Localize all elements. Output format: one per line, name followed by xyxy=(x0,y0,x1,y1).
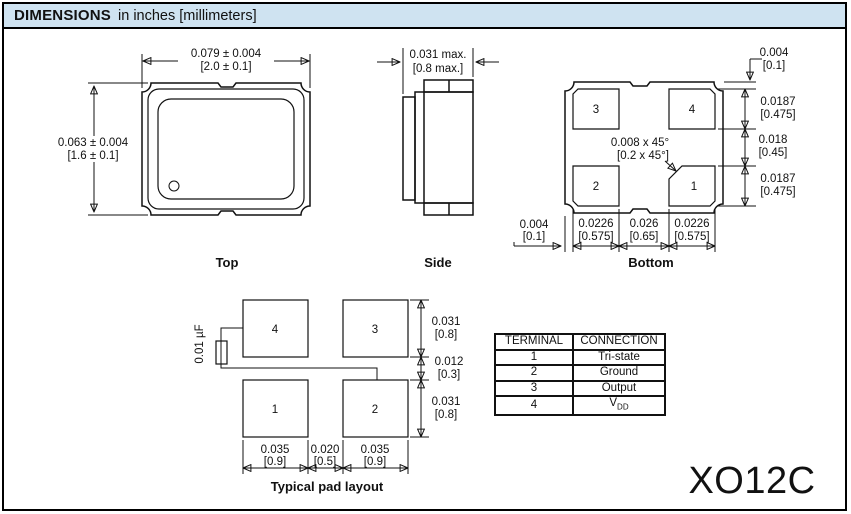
top-width-dim-in: 0.079 ± 0.004 xyxy=(191,48,262,60)
bottom-pad-height2-in: 0.0187 xyxy=(760,173,795,185)
top-width-dimension: 0.079 ± 0.004 [2.0 ± 0.1] xyxy=(141,48,311,88)
bottom-pad-height-mm: [0.475] xyxy=(760,109,795,121)
side-view: 0.031 max. [0.8 max.] Side xyxy=(377,48,499,270)
bottom-mid-gap-in: 0.018 xyxy=(759,134,788,146)
connection-name: Tri-state xyxy=(573,349,665,366)
layout-col-width2-mm: [0.9] xyxy=(364,456,386,468)
capacitor-trace xyxy=(220,327,378,380)
bottom-center-gap-in: 0.026 xyxy=(630,218,659,230)
capacitor-label: 0.01 µF xyxy=(194,324,206,363)
pad-layout: 0.01 µF 4 3 1 2 0.031 [0.8] 0.012 [0.3] xyxy=(194,299,464,494)
bottom-top-gap-in: 0.004 xyxy=(760,47,789,59)
bottom-pad2-number: 2 xyxy=(593,181,599,193)
bottom-mid-gap-mm: [0.45] xyxy=(759,147,788,159)
bottom-center-gap-mm: [0.65] xyxy=(630,231,659,243)
bottom-pad-width-mm: [0.575] xyxy=(578,231,613,243)
layout-pad-2 xyxy=(342,379,409,438)
layout-pad-3 xyxy=(342,299,409,358)
pad-layout-caption: Typical pad layout xyxy=(271,479,384,494)
layout-pad4-number: 4 xyxy=(272,324,279,336)
bottom-left-gap-in: 0.004 xyxy=(520,219,549,231)
top-package-outline xyxy=(141,82,311,216)
bottom-pad1-number: 1 xyxy=(691,181,697,193)
bottom-pad-width2-mm: [0.575] xyxy=(674,231,709,243)
layout-pad-1 xyxy=(242,379,309,438)
layout-row-height2-in: 0.031 xyxy=(432,396,461,408)
table-row: 2 Ground xyxy=(495,365,665,381)
terminal-number: 4 xyxy=(495,396,573,416)
table-row: 3 Output xyxy=(495,380,665,397)
connection-name: VDD xyxy=(573,396,665,416)
layout-row-height-in: 0.031 xyxy=(432,316,461,328)
layout-col-gap-mm: [0.5] xyxy=(314,456,336,468)
bottom-pad-4 xyxy=(668,88,716,130)
bottom-view: 3 4 2 1 0.008 x 45° [0.2 x 45°] 0.00 xyxy=(513,47,796,270)
bottom-pad-height2-mm: [0.475] xyxy=(760,186,795,198)
lid-seam-inner xyxy=(157,98,295,200)
side-thickness-dimension: 0.031 max. [0.8 max.] xyxy=(377,48,499,94)
header-title: DIMENSIONS xyxy=(14,7,112,24)
layout-right-dimensions: 0.031 [0.8] 0.012 [0.3] 0.031 [0.8] xyxy=(410,299,464,438)
table-row: 1 Tri-state xyxy=(495,349,665,366)
layout-bottom-dimensions: 0.035 [0.9] 0.020 [0.5] 0.035 [0.9] xyxy=(242,440,409,474)
lid-seam-outer xyxy=(147,88,305,210)
layout-pad2-number: 2 xyxy=(372,404,378,416)
layout-pad1-number: 1 xyxy=(272,404,278,416)
bottom-view-caption: Bottom xyxy=(628,255,674,270)
pin1-marker-dot xyxy=(168,180,180,192)
layout-col-width2-in: 0.035 xyxy=(361,444,390,456)
top-width-dim-mm: [2.0 ± 0.1] xyxy=(200,61,251,73)
capacitor-symbol xyxy=(215,340,228,365)
terminal-number: 3 xyxy=(495,380,573,397)
chamfer-callout: 0.008 x 45° [0.2 x 45°] xyxy=(611,137,676,171)
bottom-right-dimensions: 0.004 [0.1] 0.0187 [0.475] 0.018 [0.45] … xyxy=(718,47,796,207)
bottom-pad-2 xyxy=(572,165,620,207)
bottom-pad-3 xyxy=(572,88,620,130)
connection-name: Output xyxy=(573,380,665,397)
bottom-lower-dimensions: 0.004 [0.1] 0.0226 [0.575] 0.026 [0.65] … xyxy=(513,209,716,252)
layout-row-height-mm: [0.8] xyxy=(435,329,457,341)
chamfer-dim-mm: [0.2 x 45°] xyxy=(617,150,669,162)
layout-pad-4 xyxy=(242,299,309,358)
bottom-pad-1 xyxy=(668,165,716,207)
connection-name: Ground xyxy=(573,365,665,381)
table-row: 4 VDD xyxy=(495,396,665,416)
bottom-pad3-number: 3 xyxy=(593,104,599,116)
bottom-pad-height-in: 0.0187 xyxy=(760,96,795,108)
bottom-top-gap-mm: [0.1] xyxy=(763,60,785,72)
header-bar: DIMENSIONS in inches [millimeters] xyxy=(2,2,847,29)
bottom-pad-width-in: 0.0226 xyxy=(578,218,613,230)
side-lid xyxy=(402,96,416,201)
layout-col-width-in: 0.035 xyxy=(261,444,290,456)
connection-column-header: CONNECTION xyxy=(573,334,665,350)
vdd-subscript: DD xyxy=(617,402,629,412)
bottom-pad-width2-in: 0.0226 xyxy=(674,218,709,230)
bottom-pad4-number: 4 xyxy=(689,104,696,116)
layout-row-gap-in: 0.012 xyxy=(435,356,464,368)
top-height-dim-in: 0.063 ± 0.004 xyxy=(58,137,129,149)
header-units: in inches [millimeters] xyxy=(118,7,257,24)
top-view-caption: Top xyxy=(216,255,239,270)
side-thickness-dim-mm: [0.8 max.] xyxy=(413,63,464,75)
layout-row-gap-mm: [0.3] xyxy=(438,369,460,381)
terminal-number: 1 xyxy=(495,349,573,366)
chamfer-dim-in: 0.008 x 45° xyxy=(611,137,669,149)
top-view: 0.079 ± 0.004 [2.0 ± 0.1] 0.063 ± 0.004 … xyxy=(58,48,311,270)
table-header-row: TERMINAL CONNECTION xyxy=(495,334,665,350)
terminal-column-header: TERMINAL xyxy=(495,334,573,350)
layout-col-width-mm: [0.9] xyxy=(264,456,286,468)
bottom-left-gap-mm: [0.1] xyxy=(523,231,545,243)
bottom-package-outline xyxy=(564,81,724,214)
side-view-caption: Side xyxy=(424,255,451,270)
layout-col-gap-in: 0.020 xyxy=(311,444,340,456)
part-number: XO12C xyxy=(688,460,816,502)
terminal-number: 2 xyxy=(495,365,573,381)
side-thickness-dim-in: 0.031 max. xyxy=(410,49,467,61)
top-height-dimension: 0.063 ± 0.004 [1.6 ± 0.1] xyxy=(58,82,148,216)
terminal-connection-table: TERMINAL CONNECTION 1 Tri-state 2 Ground… xyxy=(494,333,666,417)
layout-row-height2-mm: [0.8] xyxy=(435,409,457,421)
layout-pad3-number: 3 xyxy=(372,324,378,336)
top-height-dim-mm: [1.6 ± 0.1] xyxy=(67,150,118,162)
